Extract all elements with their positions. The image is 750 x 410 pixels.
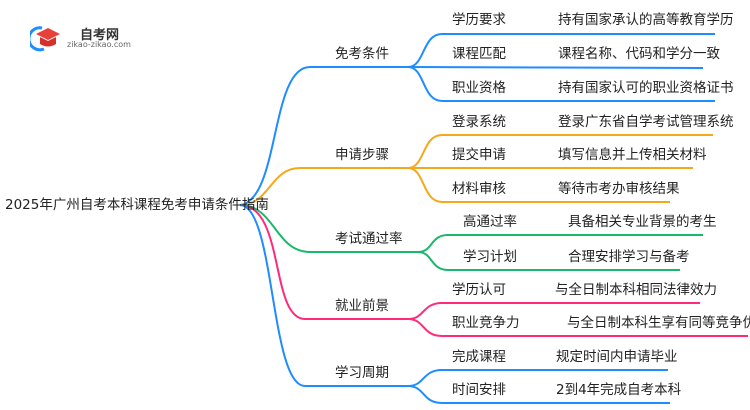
- subtopic-detail: 持有国家承认的高等教育学历: [558, 12, 734, 28]
- subtopic: 高通过率: [463, 214, 517, 230]
- branch-topic: 就业前景: [335, 298, 389, 314]
- subtopic: 职业竞争力: [452, 315, 520, 331]
- subtopic-detail: 等待市考办审核结果: [558, 181, 680, 197]
- subtopic: 登录系统: [452, 114, 506, 130]
- subtopic: 材料审核: [452, 181, 506, 197]
- graduation-cap-logo-icon: [30, 26, 60, 52]
- subtopic-detail: 课程名称、代码和学分一致: [558, 46, 720, 62]
- subtopic: 学历要求: [452, 12, 506, 28]
- root-topic: 2025年广州自考本科课程免考申请条件指南: [5, 197, 269, 213]
- subtopic-detail: 登录广东省自学考试管理系统: [558, 114, 734, 130]
- subtopic: 课程匹配: [452, 46, 506, 62]
- logo-name: 自考网: [80, 28, 120, 43]
- subtopic-detail: 与全日制本科相同法律效力: [555, 282, 717, 298]
- branch-connector-1: [239, 33, 715, 206]
- subtopic: 时间安排: [452, 382, 506, 398]
- subtopic: 学历认可: [452, 282, 506, 298]
- subtopic-detail: 2到4年完成自考本科: [556, 382, 682, 398]
- branch-topic: 考试通过率: [335, 231, 403, 247]
- logo-url: zikao-zikao.com: [67, 40, 131, 49]
- branch-topic: 免考条件: [335, 46, 389, 62]
- branch-connector-4: [239, 204, 748, 337]
- subtopic-detail: 具备相关专业背景的考生: [568, 214, 717, 230]
- subtopic-detail: 合理安排学习与备考: [568, 249, 690, 265]
- subtopic: 完成课程: [452, 349, 506, 365]
- subtopic: 职业资格: [452, 80, 506, 96]
- branch-connector-5: [239, 204, 670, 404]
- subtopic-detail: 填写信息并上传相关材料: [558, 147, 707, 163]
- branch-topic: 学习周期: [335, 365, 389, 381]
- branch-connector-2: [239, 134, 713, 206]
- subtopic-detail: 与全日制本科生享有同等竞争优势: [567, 315, 750, 331]
- subtopic-detail: 持有国家认可的职业资格证书: [558, 80, 734, 96]
- subtopic: 提交申请: [452, 147, 506, 163]
- subtopic: 学习计划: [463, 249, 517, 265]
- subtopic-detail: 规定时间内申请毕业: [556, 349, 678, 365]
- branch-topic: 申请步骤: [335, 147, 389, 163]
